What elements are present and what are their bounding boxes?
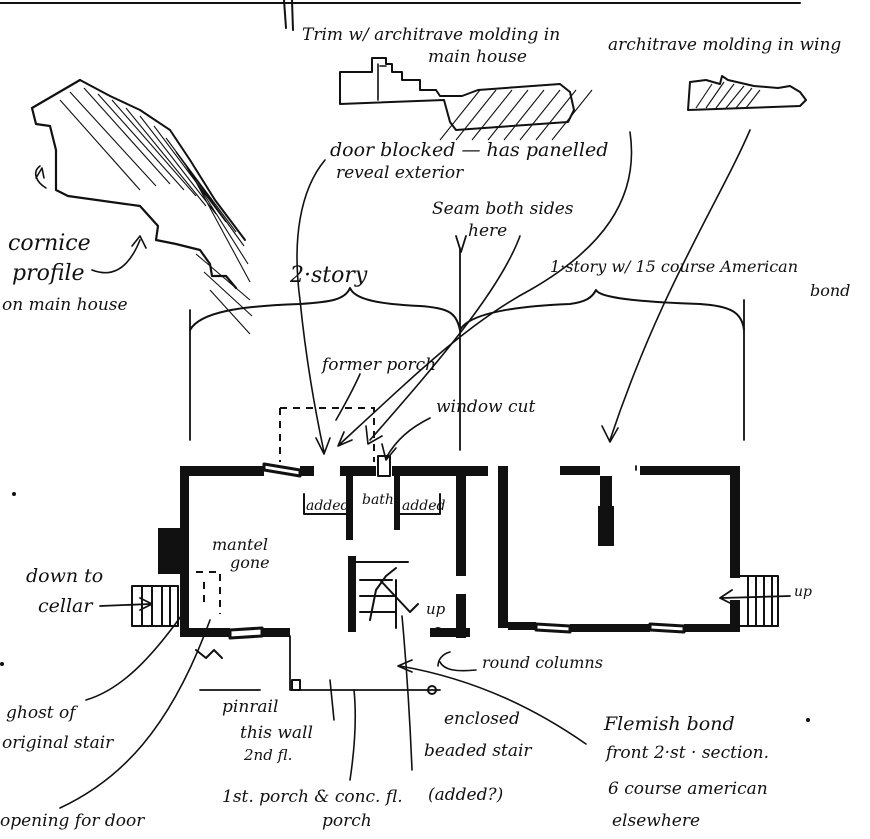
cornice-label-2: profile bbox=[12, 261, 85, 286]
flemish-label-2: front 2·st · section. bbox=[604, 743, 769, 763]
one-story-label: 1·story w/ 15 course American bbox=[550, 257, 798, 276]
cornice-label-3: on main house bbox=[2, 295, 128, 315]
enclosed-label-3: (added?) bbox=[428, 785, 503, 805]
down-cellar-label-2: cellar bbox=[38, 595, 94, 617]
floor-plan-wing bbox=[498, 465, 791, 634]
ghost-label-2: original stair bbox=[2, 733, 114, 753]
trim-main-label-2: main house bbox=[428, 47, 527, 67]
ink-dot bbox=[0, 662, 4, 666]
ink-dot bbox=[12, 492, 16, 496]
mantel-label: mantel bbox=[212, 535, 268, 554]
trim-main-label: Trim w/ architrave molding in bbox=[302, 25, 560, 45]
bottom-leaders bbox=[59, 611, 587, 809]
enclosed-label-2: beaded stair bbox=[424, 741, 532, 761]
one-story-label-2: bond bbox=[810, 281, 850, 300]
trim-wing-label: architrave molding in wing bbox=[608, 35, 841, 55]
ink-dot bbox=[806, 718, 810, 722]
enclosed-label: enclosed bbox=[444, 709, 520, 729]
pinrail-label-2: this wall bbox=[240, 723, 313, 743]
opening-label: opening for door bbox=[0, 811, 145, 831]
added-right-label: added bbox=[402, 498, 446, 514]
trim-marker bbox=[283, 0, 294, 31]
two-story-label: 2·story bbox=[289, 263, 368, 288]
wing-trim-profile bbox=[687, 75, 807, 111]
pinrail-label: pinrail bbox=[222, 697, 278, 717]
flemish-label-3: 6 course american bbox=[608, 779, 768, 799]
down-cellar-label: down to bbox=[26, 565, 103, 587]
door-blocked-label: door blocked — has panelled bbox=[330, 139, 608, 161]
pinrail-label-3: 2nd fl. bbox=[243, 746, 292, 764]
up-label: up bbox=[426, 600, 446, 618]
mantel-label-2: gone bbox=[230, 553, 270, 572]
flemish-label: Flemish bond bbox=[603, 713, 735, 735]
seam-label-2: here bbox=[468, 221, 507, 241]
seam-label: Seam both sides bbox=[432, 199, 574, 219]
cornice-arrow bbox=[91, 235, 147, 274]
flemish-label-4: elsewhere bbox=[612, 811, 700, 831]
porch-label: 1st. porch & conc. fl. bbox=[222, 787, 403, 807]
door-blocked-label-2: reveal exterior bbox=[336, 163, 464, 183]
leader-arrows bbox=[296, 129, 751, 461]
bath-label: bath bbox=[362, 492, 394, 508]
main-trim-profile bbox=[339, 57, 593, 141]
section-braces bbox=[189, 235, 745, 451]
former-porch-label: former porch bbox=[320, 355, 436, 375]
cornice-label: cornice bbox=[8, 231, 91, 256]
round-columns-label: round columns bbox=[482, 653, 603, 672]
window-cut-label: window cut bbox=[436, 397, 535, 417]
porch-label-2: porch bbox=[322, 811, 372, 831]
ghost-label: ghost of bbox=[6, 703, 78, 723]
added-left-label: added bbox=[306, 498, 350, 514]
cornice-profile bbox=[30, 78, 253, 335]
up-right-label: up bbox=[794, 584, 812, 600]
former-porch-outline bbox=[279, 407, 375, 462]
floor-plan-main bbox=[99, 455, 488, 695]
